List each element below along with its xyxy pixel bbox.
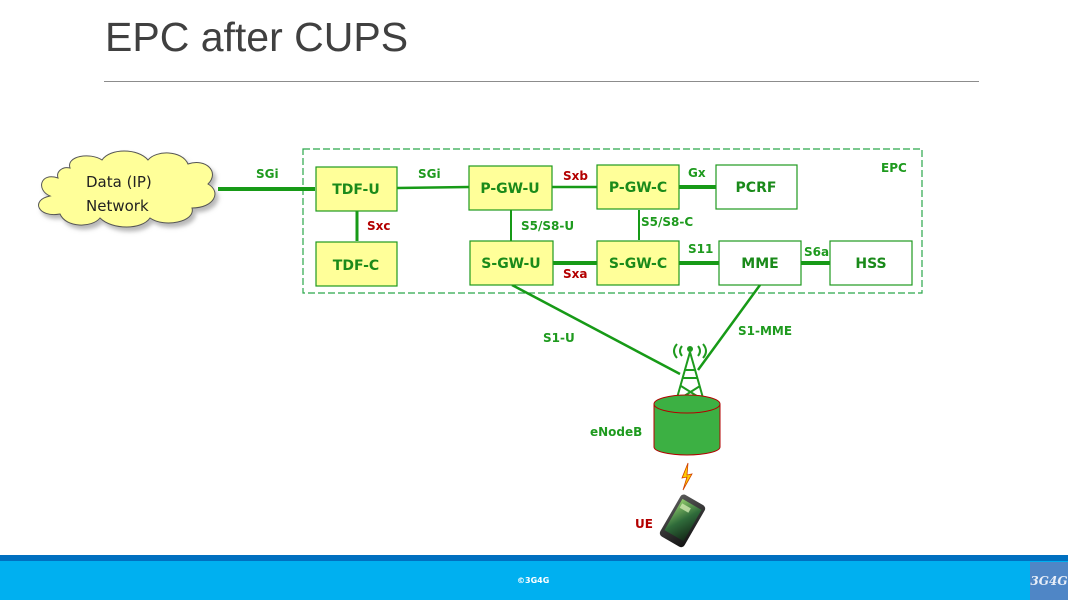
interface-label-sgi-external: SGi: [256, 167, 279, 181]
link-s1-u: [511, 283, 681, 376]
radio-link-lightning-icon: [681, 462, 693, 491]
node-pgw-c-label: P-GW-C: [609, 180, 667, 196]
title-divider: [104, 81, 979, 82]
node-tdf-u-label: TDF-U: [332, 182, 379, 198]
interface-label-sxb: Sxb: [563, 169, 588, 183]
interface-label-sxc: Sxc: [367, 219, 391, 233]
cloud-label-line1: Data (IP): [86, 173, 152, 191]
ue-label: UE: [635, 517, 653, 531]
data-network-cloud: [38, 150, 216, 228]
interface-label-s1-u: S1-U: [543, 331, 575, 345]
node-sgw-c-label: S-GW-C: [609, 256, 667, 272]
interface-label-sxa: Sxa: [563, 267, 587, 281]
link-sgi-internal: [396, 185, 470, 190]
node-tdf-c[interactable]: TDF-C: [315, 241, 398, 287]
interface-label-s5s8-c: S5/S8-C: [641, 215, 693, 229]
interface-label-s11: S11: [688, 242, 713, 256]
node-pgw-u-label: P-GW-U: [480, 181, 539, 197]
enodeb-label: eNodeB: [590, 425, 642, 439]
enodeb[interactable]: eNodeB: [590, 343, 721, 456]
node-pgw-u[interactable]: P-GW-U: [468, 165, 553, 211]
brand-logo: 3G4G: [1030, 562, 1068, 600]
enodeb-cylinder: [653, 394, 721, 456]
interface-label-s1-mme: S1-MME: [738, 324, 792, 338]
node-hss-label: HSS: [855, 256, 886, 272]
interface-label-sgi-internal: SGi: [418, 167, 441, 181]
epc-region-label: EPC: [881, 161, 907, 175]
node-pcrf[interactable]: PCRF: [715, 164, 798, 210]
footer-accent-band: [0, 555, 1068, 561]
node-mme-label: MME: [741, 256, 778, 272]
smartphone-icon: [659, 494, 706, 548]
node-hss[interactable]: HSS: [829, 240, 913, 286]
node-tdf-c-label: TDF-C: [333, 258, 379, 274]
node-pcrf-label: PCRF: [736, 180, 777, 196]
link-s1-mme: [696, 284, 762, 371]
node-mme[interactable]: MME: [718, 240, 802, 286]
node-sgw-u-label: S-GW-U: [481, 256, 540, 272]
node-tdf-u[interactable]: TDF-U: [315, 166, 398, 212]
cloud-label-line2: Network: [86, 197, 149, 215]
interface-label-s6a: S6a: [804, 245, 829, 259]
node-sgw-u[interactable]: S-GW-U: [469, 240, 554, 286]
node-sgw-c[interactable]: S-GW-C: [596, 240, 680, 286]
node-pgw-c[interactable]: P-GW-C: [596, 164, 680, 210]
footer-copyright: ©3G4G: [517, 576, 550, 585]
slide-footer: ©3G4G 3G4G: [0, 561, 1068, 600]
ue-device[interactable]: UE: [635, 493, 707, 549]
slide-title: EPC after CUPS: [105, 14, 409, 60]
epc-region-border: [302, 148, 923, 294]
interface-label-gx: Gx: [688, 166, 706, 180]
interface-label-s5s8-u: S5/S8-U: [521, 219, 574, 233]
